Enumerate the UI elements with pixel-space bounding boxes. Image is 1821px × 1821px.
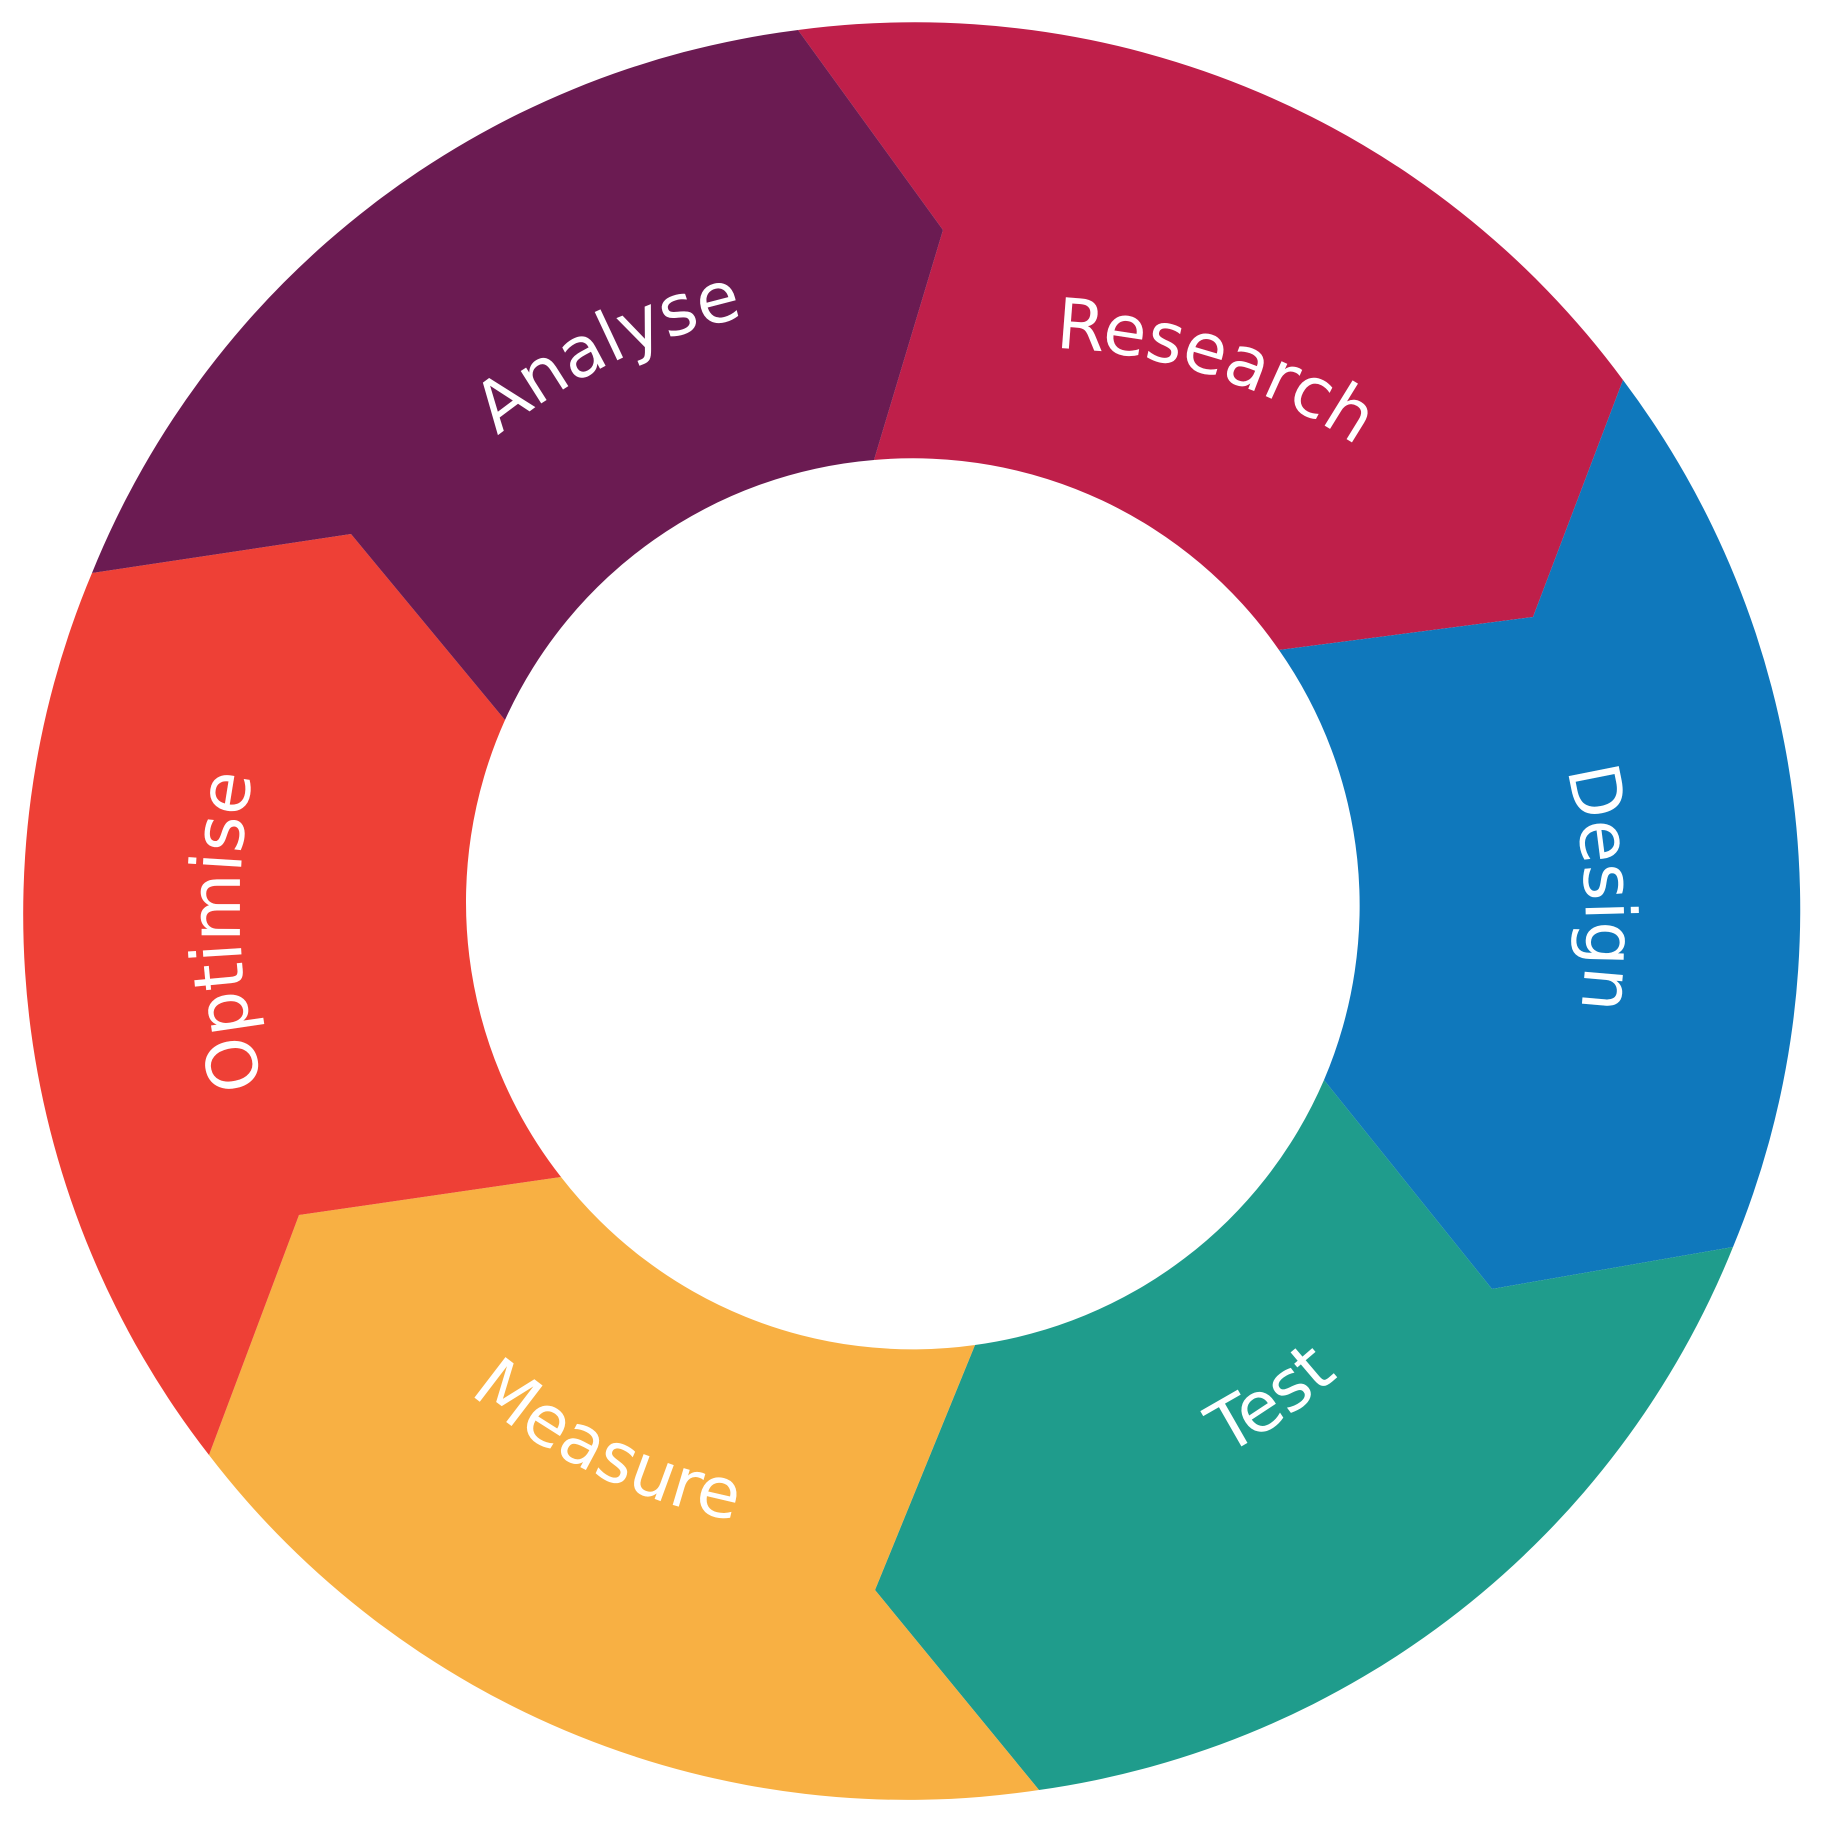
segment-design xyxy=(1279,380,1801,1289)
segment-test xyxy=(875,1080,1733,1790)
segment-measure xyxy=(209,1177,1039,1800)
segment-optimise xyxy=(23,534,561,1455)
segment-research xyxy=(798,22,1623,651)
segment-analyse xyxy=(92,30,943,720)
